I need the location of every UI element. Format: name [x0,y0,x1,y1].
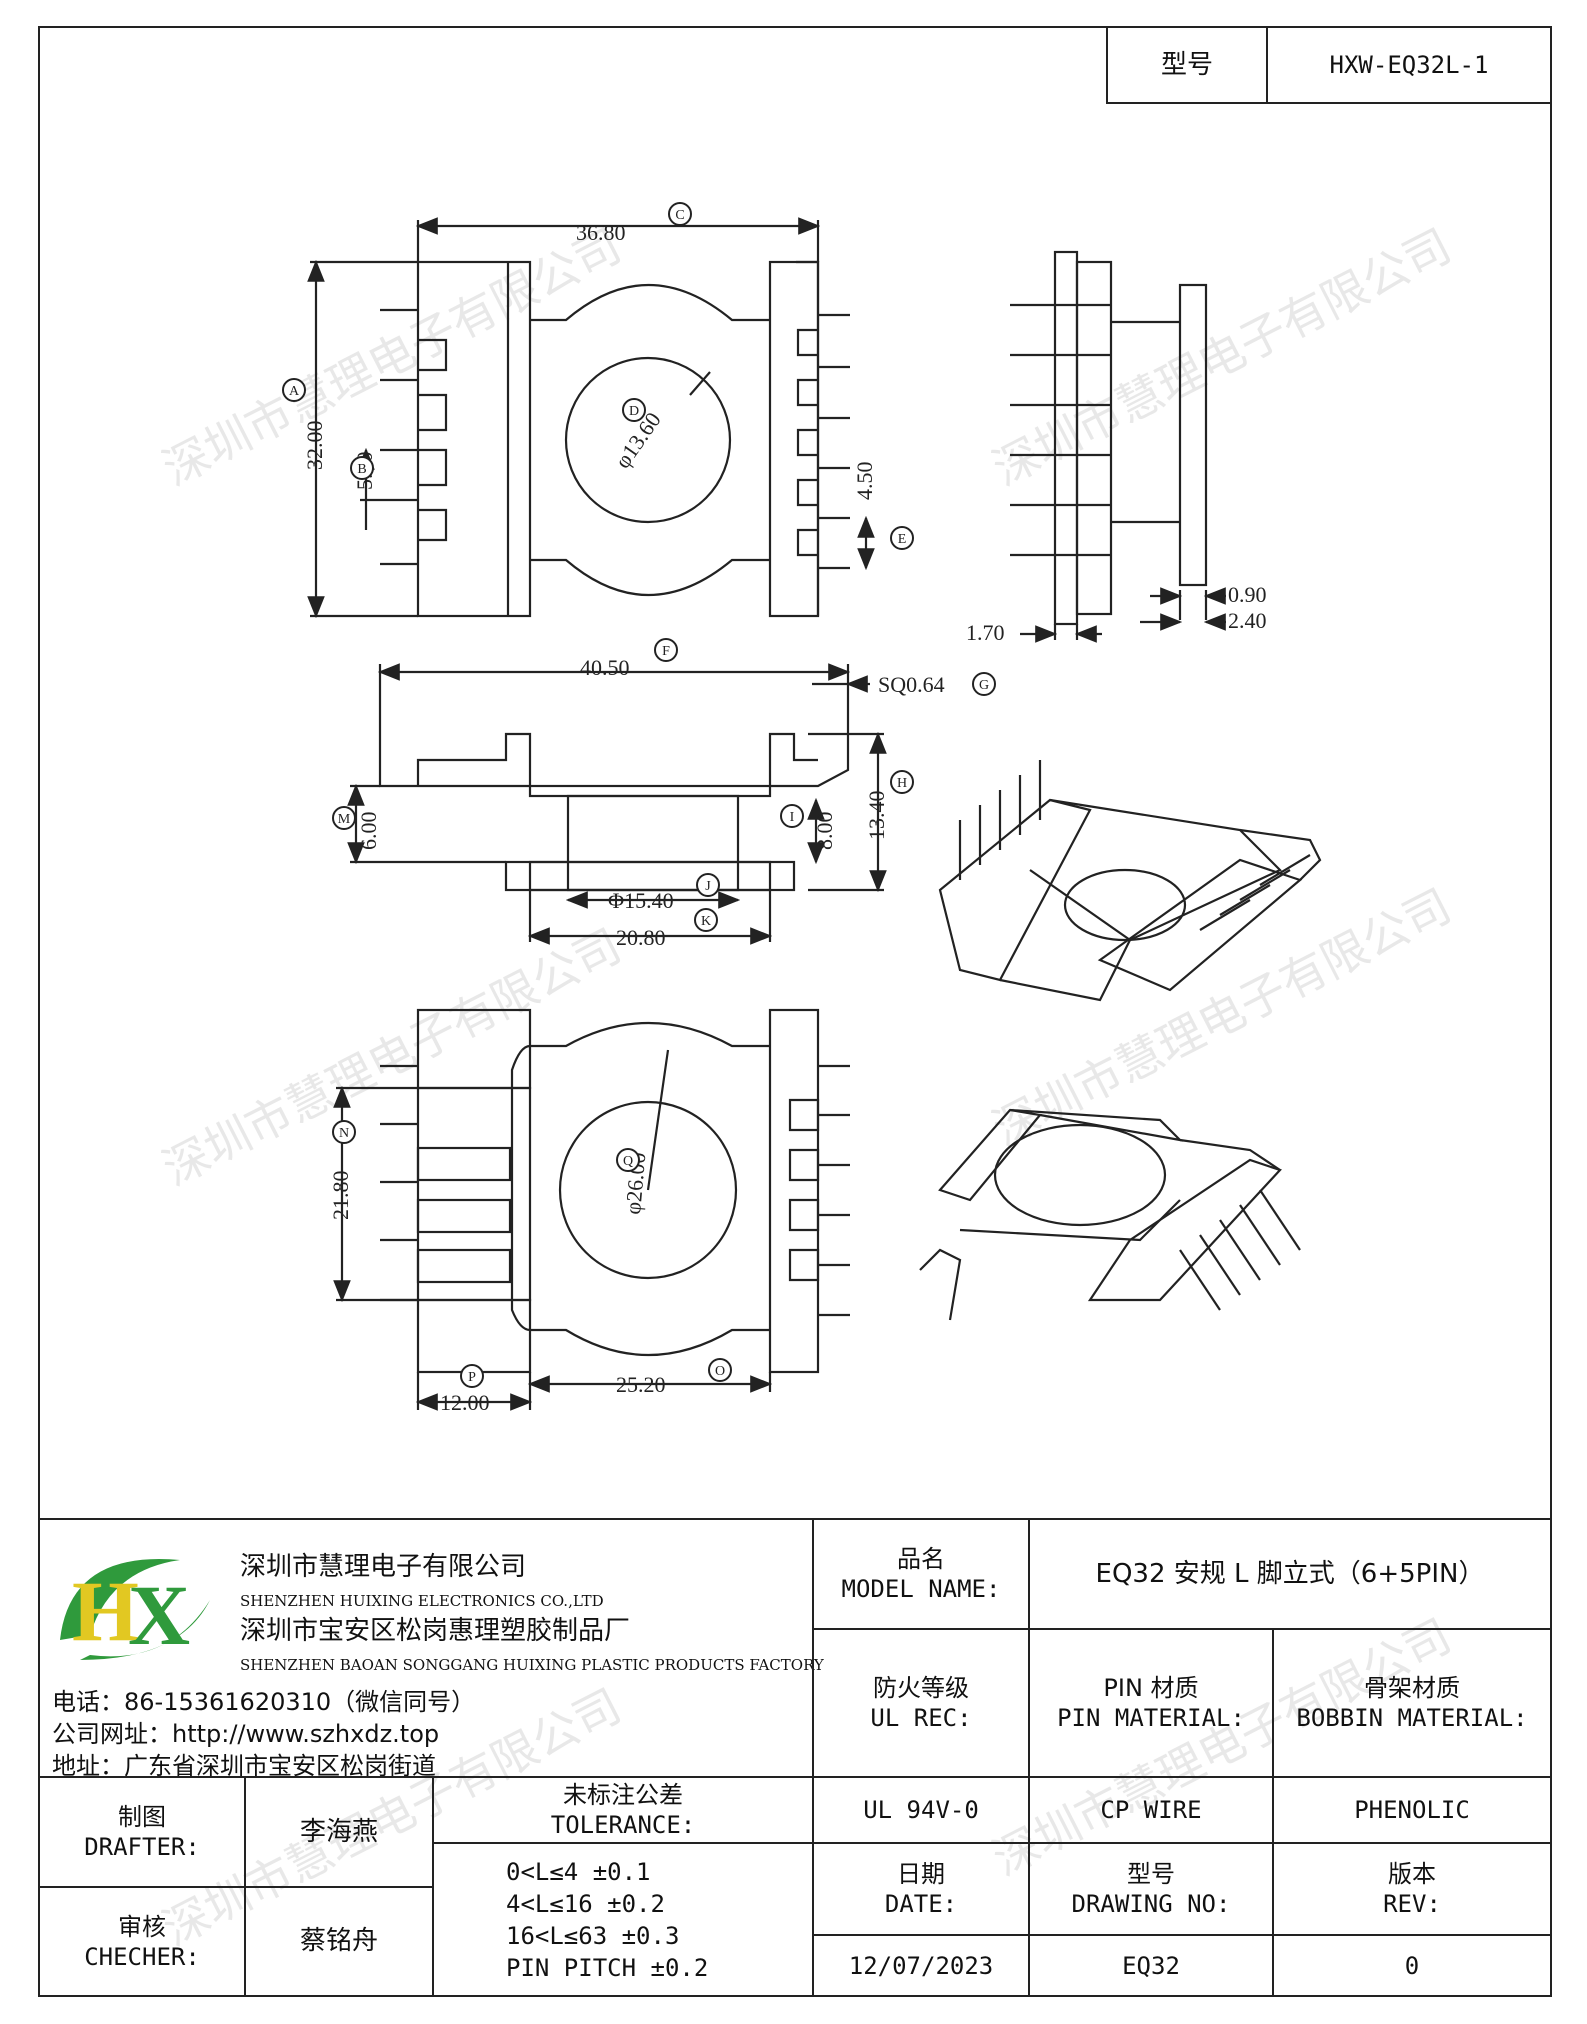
top-view [307,217,875,619]
isometric-view-bottom [919,1108,1301,1321]
factory-name-en: SHENZHEN BAOAN SONGGANG HUIXING PLASTIC … [240,1656,824,1674]
dim-p: 12.00 [440,1390,490,1415]
checker-value: 蔡铭舟 [244,1886,434,1997]
company-logo: H X [60,1559,210,1663]
dim-c: 36.80 [576,220,626,245]
dim-n: 21.80 [328,1171,353,1221]
marker-a: A [289,384,300,399]
tolerance-label: 未标注公差 TOLERANCE: [432,1776,814,1844]
bobbin-material-value: PHENOLIC [1272,1776,1552,1844]
side-view [1010,250,1226,643]
marker-k: K [701,914,711,929]
dim-h: 13.40 [864,791,889,841]
isometric-view-top [938,760,1322,1002]
marker-c: C [675,208,684,223]
dim-m: 6.00 [356,812,381,851]
dim-w2: 2.40 [1228,608,1267,633]
marker-i: I [790,810,795,825]
marker-e: E [898,532,907,547]
dim-e: 4.50 [852,462,877,501]
checker-label: 审核 CHECHER: [38,1886,246,1997]
bobbin-material-label: 骨架材质 BOBBIN MATERIAL: [1272,1628,1552,1778]
rev-label: 版本 REV: [1272,1842,1552,1936]
dim-a: 32.00 [302,421,327,471]
dim-g: SQ0.64 [878,672,945,697]
tolerance-line: 16<L≤63 ±0.3 [506,1922,680,1950]
date-label: 日期 DATE: [812,1842,1030,1936]
tolerance-table: 0<L≤4 ±0.1 4<L≤16 ±0.2 16<L≤63 ±0.3 PIN … [432,1842,814,1997]
marker-q: Q [623,1154,633,1169]
model-name-value: EQ32 安规 L 脚立式（6+5PIN） [1028,1518,1552,1630]
marker-d: D [629,404,639,419]
drafter-label: 制图 DRAFTER: [38,1776,246,1888]
dim-k: 20.80 [616,925,666,950]
marker-g: G [979,678,989,693]
bottom-view [333,1008,850,1411]
dim-i: 8.00 [812,812,837,851]
tolerance-line: 4<L≤16 ±0.2 [506,1890,665,1918]
dim-w3: 1.70 [966,620,1005,645]
company-name-cn: 深圳市慧理电子有限公司 [240,1552,527,1582]
header-model-value: HXW-EQ32L-1 [1266,26,1552,104]
dim-j: Φ15.40 [608,888,674,913]
pin-material-label: PIN 材质 PIN MATERIAL: [1028,1628,1274,1778]
front-view [347,663,887,945]
tolerance-line: PIN PITCH ±0.2 [506,1954,709,1982]
marker-b: B [357,462,366,477]
dim-w1: 0.90 [1228,582,1267,607]
dim-f: 40.50 [580,655,630,680]
company-phone: 电话：86-15361620310（微信同号） [52,1688,476,1716]
drafter-value: 李海燕 [244,1776,434,1888]
dim-o: 25.20 [616,1372,666,1397]
marker-f: F [662,644,670,659]
marker-h: H [897,776,907,791]
marker-j: J [705,879,711,894]
date-value: 12/07/2023 [812,1934,1030,1997]
svg-text:X: X [128,1567,190,1663]
ul-rec-value: UL 94V-0 [812,1776,1030,1844]
company-name-en: SHENZHEN HUIXING ELECTRONICS CO.,LTD [240,1592,604,1610]
tolerance-line: 0<L≤4 ±0.1 [506,1858,651,1886]
pin-material-value: CP WIRE [1028,1776,1274,1844]
drawing-no-value: EQ32 [1028,1934,1274,1997]
company-address: 地址：广东省深圳市宝安区松岗街道 [52,1752,436,1780]
marker-n: N [339,1126,349,1141]
technical-drawing: 36.80 32.00 5.50 φ13.60 4.50 0.90 2.40 1… [282,202,1322,1415]
drawing-no-label: 型号 DRAWING NO: [1028,1842,1274,1936]
company-website: 公司网址：http://www.szhxdz.top [52,1720,440,1748]
marker-o: O [715,1364,725,1379]
factory-name-cn: 深圳市宝安区松岗惠理塑胶制品厂 [240,1616,631,1646]
ul-rec-label: 防火等级 UL REC: [812,1628,1030,1778]
marker-m: M [338,812,351,827]
model-name-label: 品名 MODEL NAME: [812,1518,1030,1630]
rev-value: 0 [1272,1934,1552,1997]
svg-text:H: H [72,1563,139,1659]
marker-p: P [468,1370,476,1385]
